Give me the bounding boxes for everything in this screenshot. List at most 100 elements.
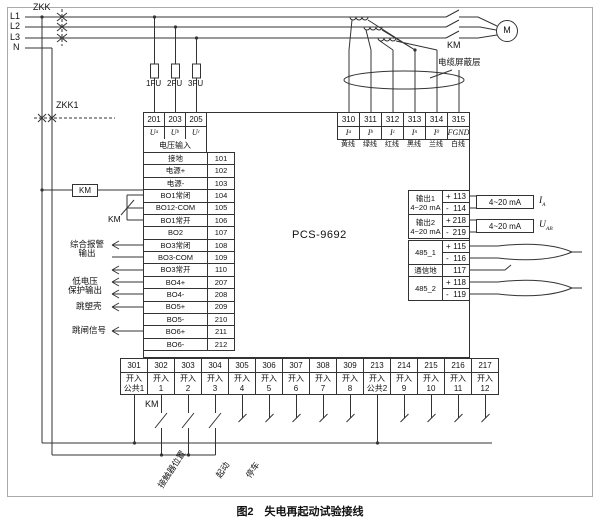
zkk-breaker-symbol xyxy=(56,9,68,46)
voltage-terminal-number: 201 xyxy=(144,113,165,127)
left-terminal-number: 212 xyxy=(208,338,235,351)
phase-label-l3: L3 xyxy=(10,32,21,42)
left-terminal-number: 108 xyxy=(208,239,235,252)
device-model-label: PCS-9692 xyxy=(292,229,347,241)
left-terminal-label: BO2 xyxy=(144,227,208,240)
binary-input-number: 216 xyxy=(445,359,472,373)
left-terminal-number: 209 xyxy=(208,301,235,314)
left-terminal-strip: 接地 101 电源+ 102 电源- 103 BO1常闭 104 BO12-CO… xyxy=(143,152,235,351)
analog-output-wires xyxy=(470,195,476,233)
voltage-input-title: 电压输入 xyxy=(143,139,207,153)
left-terminal-label: BO1常开 xyxy=(144,214,208,228)
binary-input-number: 306 xyxy=(256,359,283,373)
left-terminal-label: BO4+ xyxy=(144,276,208,290)
current-terminal-number: 311 xyxy=(360,113,382,127)
left-terminal-number: 104 xyxy=(208,190,235,203)
binary-input-label: 开入公共2 xyxy=(364,373,391,395)
ct-secondary-wires xyxy=(348,19,460,112)
left-terminal-number: 107 xyxy=(208,227,235,240)
low-voltage-output-label: 低电压 保护输出 xyxy=(67,276,102,296)
binary-input-number: 303 xyxy=(175,359,202,373)
left-terminal-number: 109 xyxy=(208,252,235,265)
wire-color-label: 绿线 xyxy=(363,141,377,148)
km-aux-contact-symbol xyxy=(120,194,144,221)
terminal-116: -116 xyxy=(442,252,470,265)
left-terminal-label: BO3常闭 xyxy=(144,239,208,252)
binary-input-number: 307 xyxy=(283,359,310,373)
binary-input-number: 302 xyxy=(148,359,175,373)
left-terminal-number: 106 xyxy=(208,214,235,228)
left-terminal-label: 电源+ xyxy=(144,165,208,178)
trip-signal-label: 跳闸信号 xyxy=(72,325,107,335)
binary-input-number: 214 xyxy=(391,359,418,373)
wire-color-row: 黄线 绿线 红线 黑线 兰线 白线 xyxy=(337,141,469,148)
binary-input-number: 213 xyxy=(364,359,391,373)
zkk1-switch-symbol xyxy=(34,113,115,123)
left-terminal-number: 110 xyxy=(208,264,235,277)
phase-label-n: N xyxy=(13,42,20,52)
left-terminal-number: 208 xyxy=(208,289,235,302)
phase-label-l1: L1 xyxy=(10,11,21,21)
left-terminal-number: 211 xyxy=(208,326,235,339)
voltage-output-symbol: UAB xyxy=(539,220,553,232)
zkk1-label: ZKK1 xyxy=(56,100,79,110)
binary-input-number: 309 xyxy=(337,359,364,373)
left-terminal-label: BO5+ xyxy=(144,301,208,314)
junction-dots xyxy=(40,15,417,457)
terminal-114: -114 xyxy=(442,202,470,215)
binary-input-number: 217 xyxy=(472,359,499,373)
phase-lines xyxy=(25,16,498,49)
left-terminal-number: 102 xyxy=(208,165,235,178)
terminal-219: -219 xyxy=(442,226,470,239)
binary-input-wiring xyxy=(42,394,492,456)
output-stub-wires xyxy=(111,240,144,336)
wire-color-label: 白线 xyxy=(451,141,465,148)
zkk-label: ZKK xyxy=(33,2,51,12)
binary-input-label: 开入公共1 xyxy=(121,373,148,395)
current-terminal-number: 313 xyxy=(404,113,426,127)
cable-shield-label: 电缆屏蔽层 xyxy=(438,57,481,67)
control-verticals xyxy=(41,17,53,455)
binary-input-number: 215 xyxy=(418,359,445,373)
km-main-contact-symbol xyxy=(445,9,460,39)
left-terminal-label: BO6+ xyxy=(144,326,208,339)
km-coil-box: KM xyxy=(72,184,98,197)
left-terminal-label: 电源- xyxy=(144,177,208,191)
fuse-symbols xyxy=(150,17,201,112)
current-terminal-number: 314 xyxy=(426,113,448,127)
trip-mccb-label: 跳塑壳 xyxy=(76,301,102,311)
alarm-output-label: 综合报警 输出 xyxy=(69,239,104,259)
rs485-cable-symbols xyxy=(470,243,582,297)
binary-input-number: 308 xyxy=(310,359,337,373)
wire-color-label: 黄线 xyxy=(341,141,355,148)
km-aux-contact-label: KM xyxy=(108,214,121,224)
binary-input-number: 301 xyxy=(121,359,148,373)
current-output-symbol: IA xyxy=(539,196,546,208)
figure-frame xyxy=(7,7,593,497)
ct-coil-symbols xyxy=(349,16,397,42)
left-terminal-number: 101 xyxy=(208,153,235,166)
fuse-label-1fu: 1FU xyxy=(146,79,162,88)
left-terminal-label: BO3-COM xyxy=(144,252,208,265)
ma-loop-box-1: 4~20 mA xyxy=(476,195,534,209)
cable-shield-ellipse xyxy=(343,69,465,90)
voltage-terminal-number: 203 xyxy=(165,113,186,127)
left-terminal-label: 接地 xyxy=(144,153,208,166)
left-terminal-label: BO4- xyxy=(144,289,208,302)
fuse-label-2fu: 2FU xyxy=(167,79,183,88)
figure-caption: 图2 失电再起动试验接线 xyxy=(236,506,364,518)
